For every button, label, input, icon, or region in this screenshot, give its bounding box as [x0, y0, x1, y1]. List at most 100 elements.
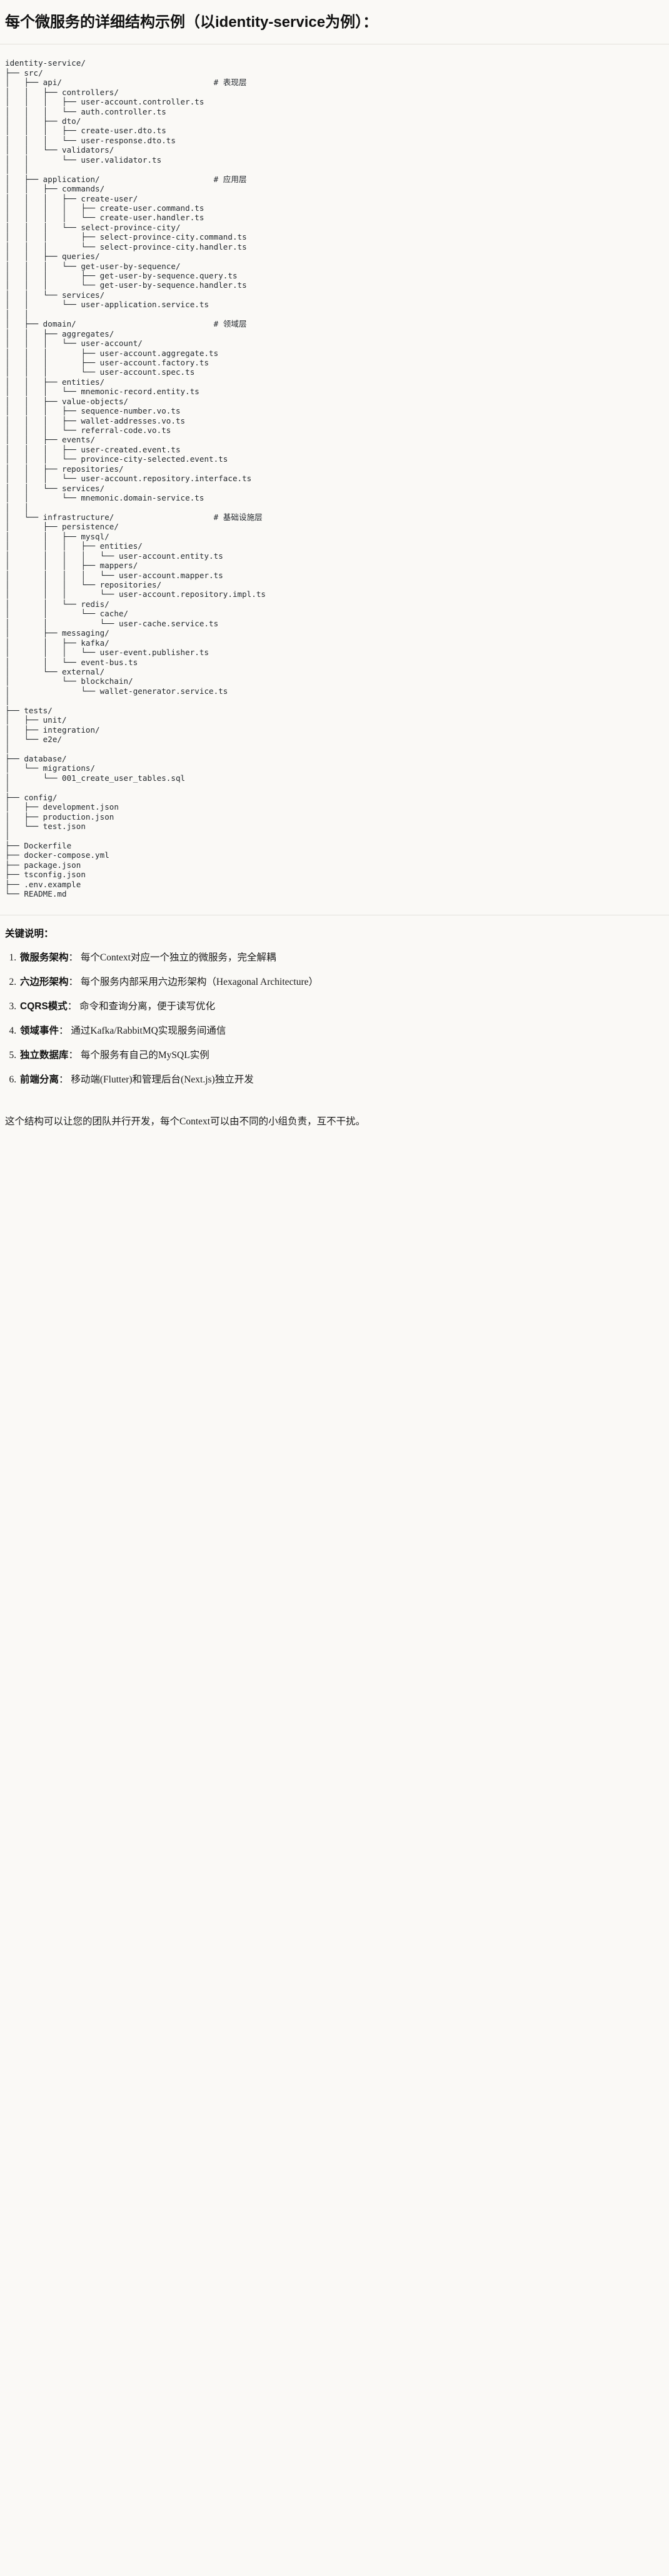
tree-line: │	[5, 783, 10, 793]
tree-line: │ │ ├── events/	[5, 435, 96, 445]
tree-line: │ │	[5, 502, 29, 512]
tree-line: │ │ │ │ └── create-user.handler.ts	[5, 213, 204, 223]
tree-line: │ │ ├── mysql/	[5, 531, 109, 541]
key-point-term: 领域事件	[20, 1025, 59, 1036]
directory-tree-text: identity-service/ ├── src/ │ ├── api/ # …	[5, 58, 664, 899]
tree-line: │ ├── integration/	[5, 725, 100, 735]
tree-line: │ │ │ │ └── user-account.mapper.ts	[5, 570, 223, 580]
tree-line: │ │ │ │ └── user-account.entity.ts	[5, 551, 223, 561]
tree-line: │ │ └── services/	[5, 483, 105, 493]
key-point-description: ： 移动端(Flutter)和管理后台(Next.js)独立开发	[59, 1074, 254, 1085]
tree-line: │ ├── production.json	[5, 812, 114, 822]
tree-line: identity-service/	[5, 58, 86, 68]
tree-line: │ │ ├── dto/	[5, 116, 81, 126]
tree-line: │ │ └── mnemonic.domain-service.ts	[5, 493, 204, 503]
tree-line: │ │ └── services/	[5, 290, 105, 300]
tree-line: │	[5, 831, 10, 841]
key-point-description: ： 每个Context对应一个独立的微服务，完全解耦	[68, 952, 276, 963]
tree-line: │ │ └── redis/	[5, 599, 109, 609]
tree-line: │	[5, 744, 10, 754]
tree-line-comment: # 领域层	[213, 319, 247, 329]
key-point-description: ： 每个服务有自己的MySQL实例	[68, 1049, 209, 1061]
tree-line: │ │ │ ├── sequence-number.vo.ts	[5, 406, 181, 416]
key-points-section: 关键说明： 微服务架构： 每个Context对应一个独立的微服务，完全解耦六边形…	[0, 915, 669, 1102]
tree-line: │ └── infrastructure/ # 基础设施层	[5, 512, 263, 522]
key-point-description: ： 命令和查询分离，便于读写优化	[67, 1000, 216, 1012]
tree-line-comment: # 基础设施层	[213, 512, 263, 522]
tree-line: │ │ │ └── get-user-by-sequence/	[5, 261, 181, 271]
tree-line: │ │ └── user.validator.ts	[5, 155, 162, 165]
tree-line: │ │ │ └── user-account.repository.interf…	[5, 474, 252, 484]
tree-line: │ │ │ ├── create-user.dto.ts	[5, 126, 166, 136]
page-title: 每个微服务的详细结构示例（以identity-service为例）：	[5, 14, 378, 31]
tree-line: │ │ │ └── user-account/	[5, 339, 143, 349]
tree-line: ├── src/	[5, 68, 43, 78]
tree-line: │ │ ├── entities/	[5, 377, 105, 387]
tree-line: │ ├── messaging/	[5, 628, 109, 638]
tree-line: ├── database/	[5, 753, 67, 763]
tree-line: ├── tests/	[5, 705, 53, 715]
tree-line: ├── config/	[5, 792, 58, 802]
tree-line: │ │ │ └── referral-code.vo.ts	[5, 425, 171, 435]
key-points-list: 微服务架构： 每个Context对应一个独立的微服务，完全解耦六边形架构： 每个…	[5, 950, 654, 1087]
tree-line-comment: # 表现层	[213, 78, 247, 88]
tree-line: │ │ │ └── repositories/	[5, 580, 162, 590]
tree-line: │ │ │ └── select-province-city.handler.t…	[5, 242, 247, 252]
directory-tree-code-block: identity-service/ ├── src/ │ ├── api/ # …	[0, 44, 669, 915]
tree-line: │ │ ├── commands/	[5, 184, 105, 194]
tree-line: │ ├── application/ # 应用层	[5, 174, 247, 184]
tree-line: ├── docker-compose.yml	[5, 850, 109, 860]
tree-line: │ │ ├── kafka/	[5, 638, 109, 648]
tree-line: │ │ ├── value-objects/	[5, 396, 129, 406]
tree-line: │ │ │ └── user-account.spec.ts	[5, 367, 195, 377]
tree-line: │ ├── persistence/	[5, 522, 119, 532]
key-point-term: 前端分离	[20, 1074, 59, 1085]
tree-line: │ │ │ ├── user-account.controller.ts	[5, 97, 204, 107]
tree-line: │ │ └── user-cache.service.ts	[5, 618, 219, 628]
tree-line: │ │ ├── queries/	[5, 252, 100, 262]
tree-line: │ │ │ └── auth.controller.ts	[5, 106, 166, 116]
tree-line: │ │ └── cache/	[5, 609, 129, 619]
tree-line: │ │ │ └── user-event.publisher.ts	[5, 648, 209, 658]
tree-line: │ │ │ └── mnemonic-record.entity.ts	[5, 387, 199, 397]
key-point-description: ： 通过Kafka/RabbitMQ实现服务间通信	[59, 1025, 226, 1036]
key-point-term: 独立数据库	[20, 1049, 69, 1061]
tree-line: │ │ │ ├── mappers/	[5, 561, 138, 571]
key-point-item: 独立数据库： 每个服务有自己的MySQL实例	[19, 1048, 654, 1063]
tree-line: │ │	[5, 309, 29, 319]
tree-line: │ │ │ ├── wallet-addresses.vo.ts	[5, 415, 186, 425]
tree-line: │ ├── development.json	[5, 802, 119, 812]
tree-line: │ │ │ ├── user-created.event.ts	[5, 444, 181, 454]
tree-line: │ │ │ └── get-user-by-sequence.handler.t…	[5, 280, 247, 290]
key-points-title: 关键说明：	[5, 929, 54, 940]
tree-line: ├── .env.example	[5, 879, 81, 889]
tree-line: │ ├── unit/	[5, 715, 67, 725]
key-point-term: 六边形架构	[20, 976, 69, 987]
tree-line: │ └── migrations/	[5, 763, 96, 773]
document-page: 每个微服务的详细结构示例（以identity-service为例）： ident…	[0, 0, 669, 1146]
tree-line: │ │ │ ├── user-account.aggregate.ts	[5, 348, 219, 358]
tree-line: ├── package.json	[5, 860, 81, 870]
key-point-item: 前端分离： 移动端(Flutter)和管理后台(Next.js)独立开发	[19, 1072, 654, 1087]
tree-line: │ │ │ │ ├── create-user.command.ts	[5, 203, 204, 213]
key-point-item: 六边形架构： 每个服务内部采用六边形架构（Hexagonal Architect…	[19, 975, 654, 990]
key-point-item: 领域事件： 通过Kafka/RabbitMQ实现服务间通信	[19, 1024, 654, 1039]
tree-line: │	[5, 696, 10, 706]
tree-line: │ │	[5, 165, 29, 175]
tree-line: │ │ │ ├── select-province-city.command.t…	[5, 232, 247, 242]
key-point-term: 微服务架构	[20, 952, 69, 963]
tree-line: │ │ └── validators/	[5, 145, 114, 155]
tree-line: ├── Dockerfile	[5, 840, 72, 850]
tree-line: │ │ │ ├── entities/	[5, 541, 143, 551]
key-point-item: 微服务架构： 每个Context对应一个独立的微服务，完全解耦	[19, 950, 654, 965]
tree-line: ├── tsconfig.json	[5, 870, 86, 880]
tree-line: │ └── blockchain/	[5, 676, 133, 686]
tree-line: │ │ │ ├── user-account.factory.ts	[5, 357, 209, 367]
tree-line: │ │ │ └── province-city-selected.event.t…	[5, 454, 228, 464]
tree-line: │ │ └── user-application.service.ts	[5, 300, 209, 310]
tree-line: │ │ └── event-bus.ts	[5, 657, 138, 667]
tree-line: │ │ │ └── select-province-city/	[5, 222, 181, 232]
tree-line: │ │ │ └── user-response.dto.ts	[5, 135, 176, 145]
tree-line: │ ├── api/ # 表现层	[5, 78, 247, 88]
tree-line: │ │ ├── aggregates/	[5, 328, 114, 339]
